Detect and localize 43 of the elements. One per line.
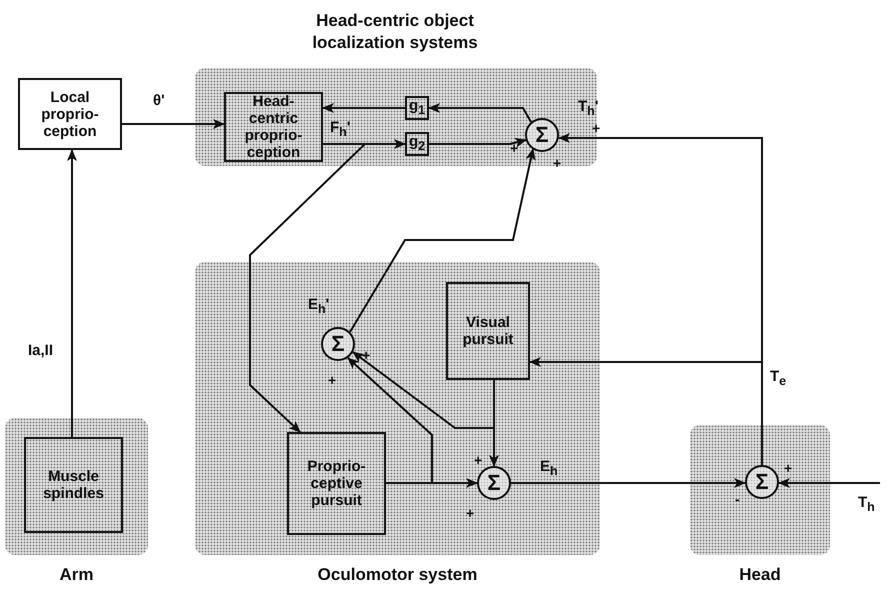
- arrow: [67, 149, 77, 437]
- signal-label: E$_{h}$': [308, 296, 330, 316]
- signal-label: T$_{e}$: [770, 368, 786, 388]
- sign-label: +: [474, 452, 482, 468]
- signal-label: Ia,II: [28, 342, 54, 359]
- arrow: [347, 357, 433, 484]
- signal-label: E$_{h}$: [540, 458, 558, 478]
- signal-label: F$_{h}$': [330, 119, 350, 139]
- arrow: [511, 478, 746, 488]
- summing-junction: Σ: [477, 466, 511, 500]
- process-box: Muscle spindles: [24, 437, 123, 533]
- arrow: [322, 103, 405, 113]
- arrow: [122, 119, 225, 129]
- arrow: [249, 143, 368, 433]
- sign-label: +: [510, 140, 518, 156]
- sign-label: +: [466, 505, 474, 521]
- summing-junction: Σ: [745, 465, 779, 499]
- summing-junction: Σ: [525, 118, 559, 152]
- arrow: [429, 138, 527, 148]
- gain-box: g$_{2}$: [405, 132, 429, 156]
- process-box: Local proprio- ception: [18, 78, 122, 150]
- gain-box: g$_{1}$: [405, 96, 429, 120]
- arrow: [349, 148, 536, 333]
- process-box: Proprio- ceptive pursuit: [287, 432, 386, 535]
- group-heading: Head-centric object localization systems: [311, 10, 479, 54]
- arrow: [778, 478, 880, 488]
- sign-label: +: [328, 372, 336, 388]
- process-box: Visual pursuit: [446, 282, 530, 380]
- signal-label: T$_{h}$': [578, 98, 598, 118]
- summing-junction: Σ: [321, 327, 355, 361]
- signal-label: T$_{h}$: [858, 494, 875, 514]
- sign-label: +: [553, 155, 562, 171]
- signal-label: θ': [153, 92, 165, 109]
- sign-label: +: [592, 120, 600, 136]
- group-heading: Oculomotor system: [316, 564, 478, 586]
- arrow: [352, 351, 495, 429]
- sign-label: +: [362, 347, 370, 363]
- sign-label: +: [784, 460, 792, 476]
- sign-label: -: [735, 491, 740, 507]
- process-box: Head- centric proprio- ception: [224, 92, 323, 162]
- group-heading: Head: [738, 564, 782, 586]
- group-heading: Arm: [58, 564, 94, 586]
- arrow: [428, 103, 532, 122]
